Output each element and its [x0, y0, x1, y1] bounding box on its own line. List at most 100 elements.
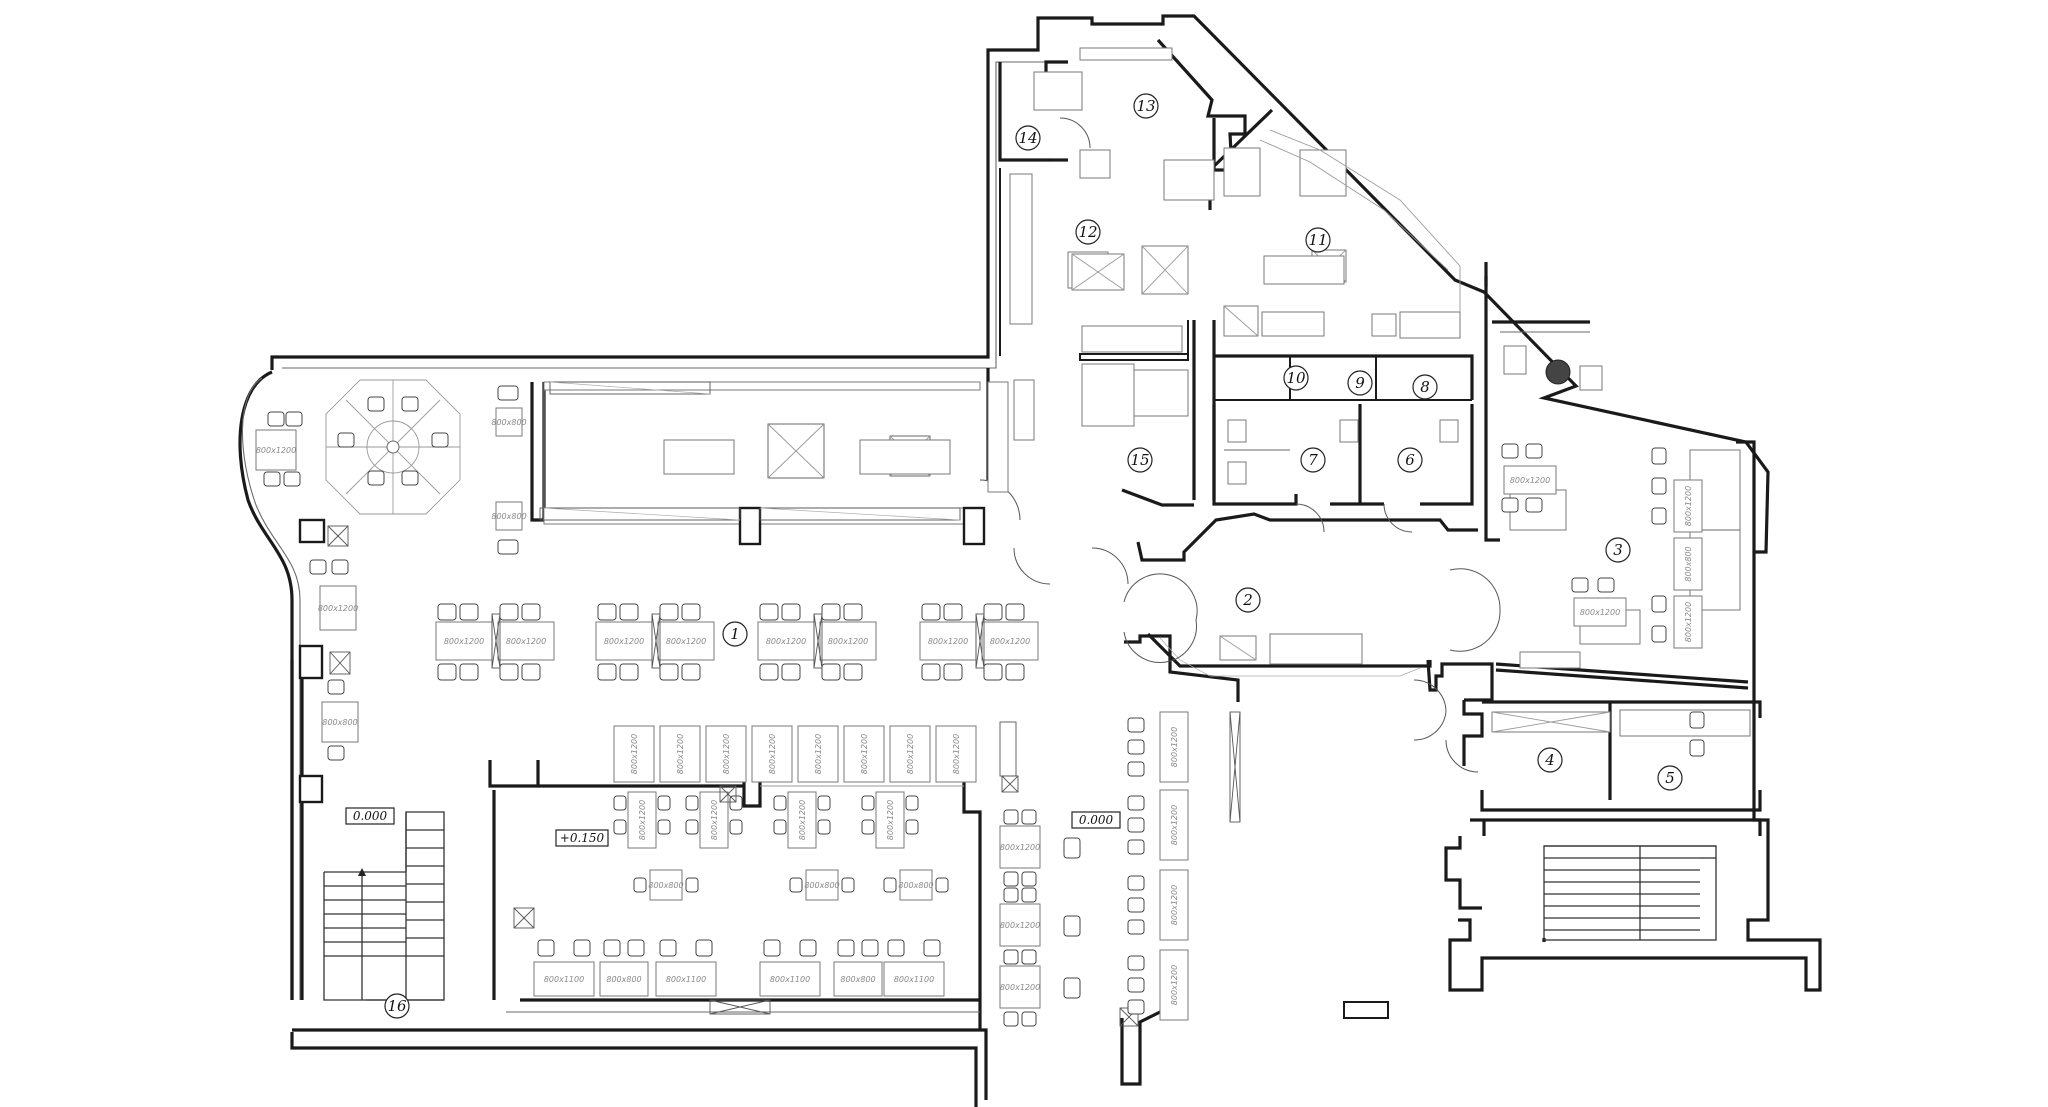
table-size-label: 800x1200 — [766, 637, 806, 646]
chair — [1525, 443, 1543, 459]
chair — [921, 603, 941, 621]
chair — [267, 411, 285, 427]
rooms-4-5-zone — [1444, 700, 1762, 942]
chair — [1021, 809, 1037, 825]
chair — [1127, 955, 1145, 971]
table: 800x1200 — [1159, 789, 1189, 861]
table-size-label: 800x800 — [804, 881, 839, 890]
chair — [887, 939, 905, 957]
chair — [401, 470, 419, 486]
table-size-label: 800x1200 — [952, 734, 961, 774]
chair — [263, 471, 281, 487]
table-size-label: 800x800 — [606, 975, 641, 984]
chair — [437, 603, 457, 621]
table-size-label: 800x1200 — [256, 446, 296, 455]
table: 800x800 — [833, 961, 883, 997]
level-marks: 0.000 +0.150 0.000 — [345, 807, 1121, 847]
room-12-marker: 12 — [1075, 219, 1101, 245]
chair — [619, 663, 639, 681]
chair — [1005, 663, 1025, 681]
chair — [285, 411, 303, 427]
chair — [1127, 817, 1145, 833]
room-7-marker: 7 — [1300, 447, 1326, 473]
room-1-label: 1 — [730, 625, 740, 643]
chair — [817, 819, 831, 835]
planter-box — [1001, 775, 1019, 793]
table-size-label: 800x800 — [491, 418, 526, 427]
chair — [681, 663, 701, 681]
chair — [773, 819, 787, 835]
table: 800x1200 — [751, 725, 793, 783]
chair — [1021, 887, 1037, 903]
room-3-label: 3 — [1613, 541, 1623, 559]
room-13-label: 13 — [1136, 97, 1155, 115]
room-2-marker: 2 — [1235, 587, 1261, 613]
chair — [1501, 497, 1519, 513]
table: 800x800 — [491, 407, 527, 437]
chair — [1525, 497, 1543, 513]
table-size-label: 800x800 — [840, 975, 875, 984]
chair — [497, 539, 519, 555]
room-12-label: 12 — [1078, 223, 1097, 241]
table: 800x1200 — [999, 903, 1041, 947]
chair — [943, 663, 963, 681]
room-14-marker: 14 — [1015, 125, 1041, 151]
chair — [861, 939, 879, 957]
table: 800x1200 — [627, 791, 657, 849]
planter-box — [1229, 711, 1241, 823]
kitchen-zone — [998, 38, 1488, 507]
table: 800x800 — [898, 869, 934, 901]
chair — [367, 470, 385, 486]
table-size-label: 800x1200 — [638, 800, 647, 840]
table-size-label: 800x1100 — [770, 975, 810, 984]
bottom-column — [1343, 1001, 1389, 1019]
chair — [799, 939, 817, 957]
table-size-label: 800x1200 — [506, 637, 546, 646]
table-size-label: 800x1200 — [444, 637, 484, 646]
table: 800x1200 — [981, 621, 1039, 661]
table-size-label: 800x1200 — [828, 637, 868, 646]
table-size-label: 800x1200 — [1684, 602, 1693, 642]
level-label-3: 0.000 — [1079, 813, 1114, 827]
table: 800x1200 — [797, 725, 839, 783]
level-label-1: 0.000 — [353, 809, 388, 823]
chair — [983, 603, 1003, 621]
chair — [1651, 595, 1667, 613]
table: 800x1200 — [699, 791, 729, 849]
table: 800x1200 — [1573, 597, 1627, 627]
room-labels: 1 2 3 4 5 6 7 8 9 10 11 12 13 14 15 16 — [384, 93, 1683, 1019]
table-size-label: 800x1200 — [1170, 965, 1179, 1005]
chair — [597, 603, 617, 621]
table: 800x1200 — [843, 725, 885, 783]
outer-walls — [238, 14, 1822, 1107]
room-10-marker: 10 — [1283, 365, 1309, 391]
chair — [327, 745, 345, 761]
room-15-marker: 15 — [1127, 447, 1153, 473]
table-size-label: 800x1200 — [1170, 805, 1179, 845]
planter-box — [651, 613, 661, 669]
table: 800x1200 — [659, 725, 701, 783]
chair — [883, 877, 897, 893]
chair — [1689, 739, 1705, 757]
chair — [1021, 949, 1037, 965]
chair — [619, 603, 639, 621]
chair — [1127, 977, 1145, 993]
room-5-marker: 5 — [1657, 765, 1683, 791]
bar-counter — [539, 381, 1009, 521]
chair — [1501, 443, 1519, 459]
planter-box — [327, 525, 349, 547]
room-16-label: 16 — [387, 997, 407, 1015]
table: 800x1200 — [875, 791, 905, 849]
chair — [401, 396, 419, 412]
chair — [1571, 577, 1589, 593]
chair — [1127, 875, 1145, 891]
chair — [633, 877, 647, 893]
chair — [521, 603, 541, 621]
chair — [773, 795, 787, 811]
table: 800x1200 — [255, 429, 297, 471]
chair — [1005, 603, 1025, 621]
table: 800x1200 — [595, 621, 653, 661]
chair — [367, 396, 385, 412]
